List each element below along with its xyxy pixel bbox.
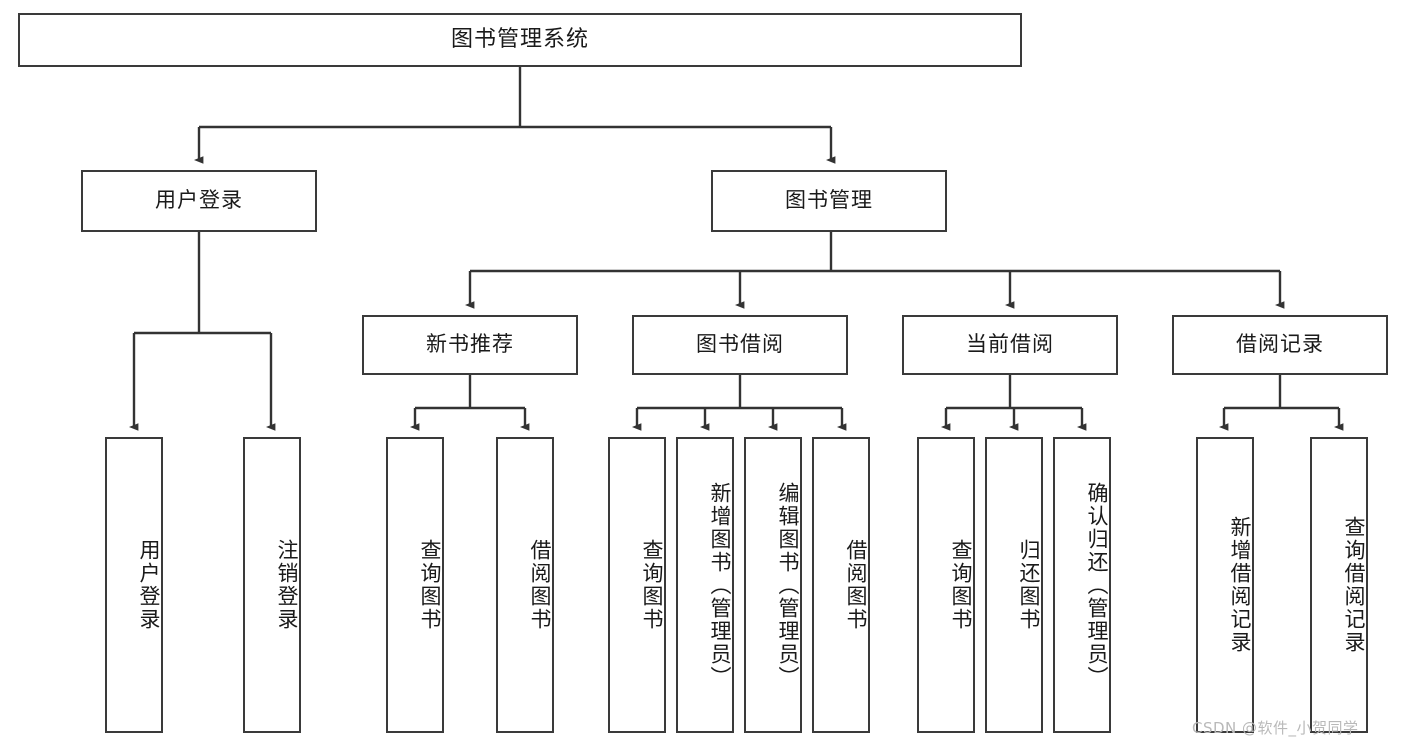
node-label: 归还图书: [1017, 539, 1041, 631]
leaf-add-book-admin[interactable]: 新增图书（管理员）: [676, 437, 734, 733]
node-root-system[interactable]: 图书管理系统: [18, 13, 1022, 67]
node-label: 查询图书: [949, 539, 973, 631]
node-label: 编辑图书（管理员）: [776, 481, 800, 689]
node-label: 图书借阅: [696, 332, 784, 357]
leaf-user-login[interactable]: 用户登录: [105, 437, 163, 733]
leaf-query-book-borrow[interactable]: 查询图书: [608, 437, 666, 733]
node-label: 借阅图书: [844, 539, 868, 631]
node-user-login[interactable]: 用户登录: [81, 170, 317, 232]
node-new-book-recommend[interactable]: 新书推荐: [362, 315, 578, 375]
node-label: 图书管理: [785, 188, 873, 213]
node-book-borrow[interactable]: 图书借阅: [632, 315, 848, 375]
node-label: 查询图书: [418, 539, 442, 631]
leaf-query-borrow-record[interactable]: 查询借阅记录: [1310, 437, 1368, 733]
leaf-return-book[interactable]: 归还图书: [985, 437, 1043, 733]
node-label: 借阅图书: [528, 539, 552, 631]
leaf-logout[interactable]: 注销登录: [243, 437, 301, 733]
node-borrow-records[interactable]: 借阅记录: [1172, 315, 1388, 375]
node-label: 确认归还（管理员）: [1085, 481, 1109, 689]
node-label: 图书管理系统: [450, 26, 589, 52]
leaf-edit-book-admin[interactable]: 编辑图书（管理员）: [744, 437, 802, 733]
node-label: 新增图书（管理员）: [708, 481, 732, 689]
leaf-query-book-recommend[interactable]: 查询图书: [386, 437, 444, 733]
leaf-query-book-current[interactable]: 查询图书: [917, 437, 975, 733]
node-label: 查询图书: [640, 539, 664, 631]
node-current-borrow[interactable]: 当前借阅: [902, 315, 1118, 375]
node-book-management[interactable]: 图书管理: [711, 170, 947, 232]
node-label: 用户登录: [137, 539, 161, 631]
leaf-borrow-book[interactable]: 借阅图书: [812, 437, 870, 733]
node-label: 查询借阅记录: [1342, 516, 1366, 654]
node-label: 当前借阅: [966, 332, 1054, 357]
node-label: 新增借阅记录: [1228, 516, 1252, 654]
node-label: 借阅记录: [1236, 332, 1324, 357]
node-label: 新书推荐: [426, 332, 514, 357]
node-label: 注销登录: [275, 539, 299, 631]
leaf-confirm-return-admin[interactable]: 确认归还（管理员）: [1053, 437, 1111, 733]
node-label: 用户登录: [155, 188, 243, 213]
leaf-add-borrow-record[interactable]: 新增借阅记录: [1196, 437, 1254, 733]
csdn-watermark: CSDN @软件_小贺同学: [1192, 719, 1359, 737]
leaf-borrow-book-recommend[interactable]: 借阅图书: [496, 437, 554, 733]
